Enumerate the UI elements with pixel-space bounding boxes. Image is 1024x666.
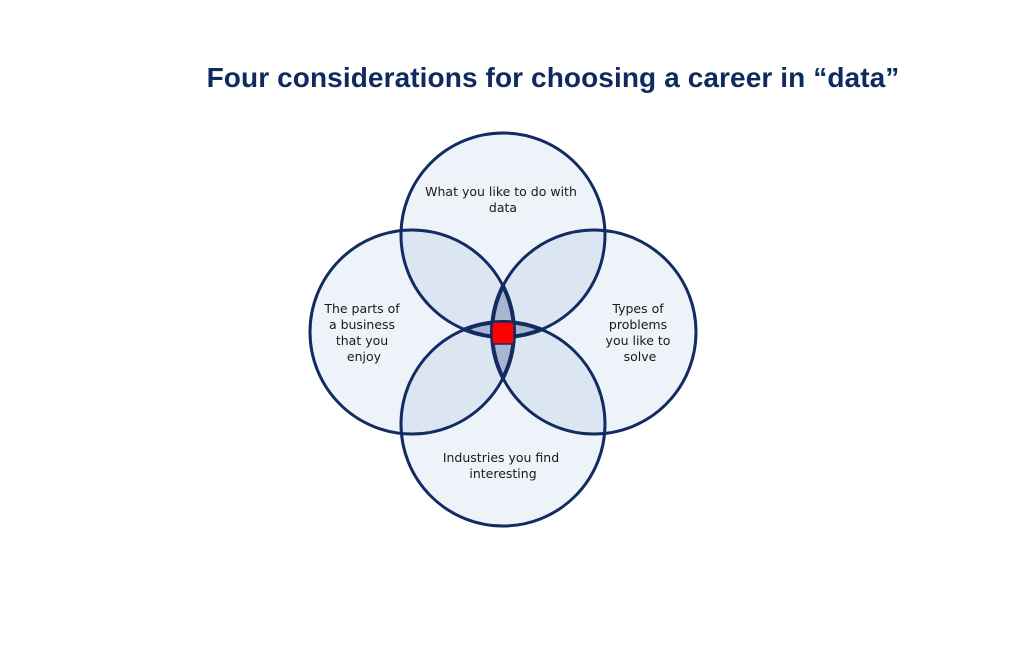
- label-right-line-4: solve: [624, 349, 657, 364]
- label-top-line-2: data: [489, 200, 517, 215]
- label-right-line-2: problems: [609, 317, 667, 332]
- label-top: What you like to do with data: [425, 184, 581, 215]
- label-bottom-line-2: interesting: [469, 466, 536, 481]
- label-left-line-1: The parts of: [323, 301, 400, 316]
- slide-title: Four considerations for choosing a caree…: [206, 62, 900, 93]
- label-right-line-3: you like to: [606, 333, 671, 348]
- label-left: The parts of a business that you enjoy: [323, 301, 403, 364]
- label-right-line-1: Types of: [611, 301, 664, 316]
- label-bottom-line-1: Industries you find: [443, 450, 559, 465]
- label-left-line-3: that you: [336, 333, 388, 348]
- label-bottom: Industries you find interesting: [443, 450, 563, 481]
- label-left-line-4: enjoy: [347, 349, 382, 364]
- label-right: Types of problems you like to solve: [606, 301, 675, 364]
- center-marker: [491, 321, 515, 345]
- label-left-line-2: a business: [329, 317, 395, 332]
- label-top-line-1: What you like to do with: [425, 184, 577, 199]
